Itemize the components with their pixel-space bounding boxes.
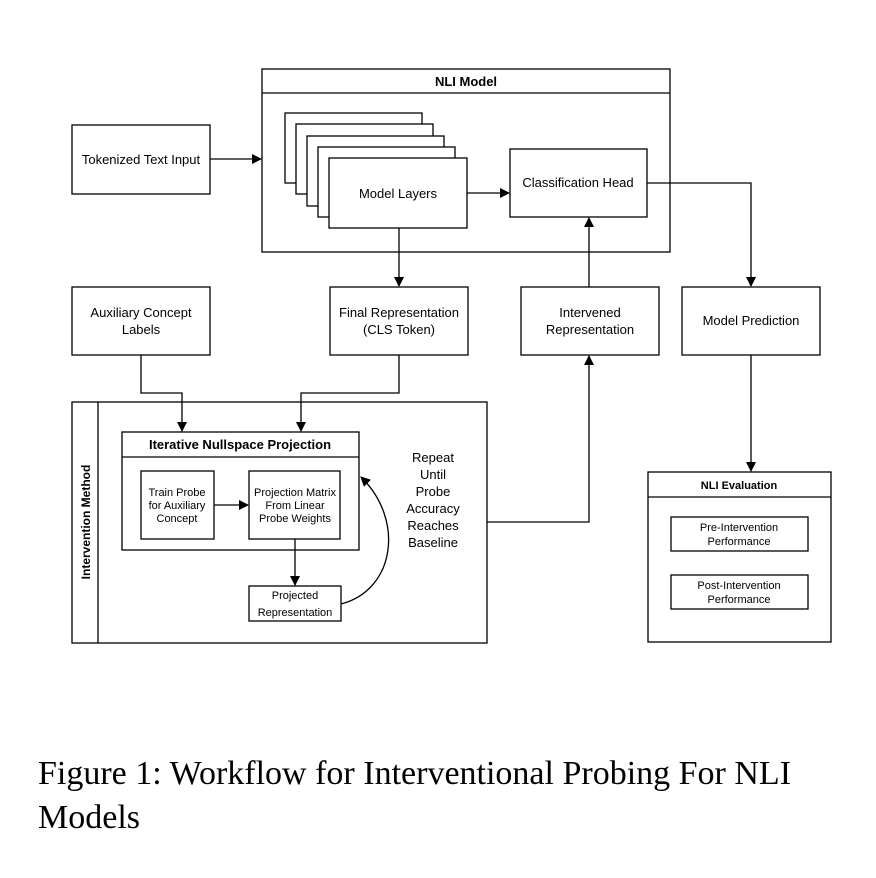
arrow-loop-back [340,476,390,605]
classification-head-label: Classification Head [522,175,633,190]
nli-evaluation-box [647,471,832,643]
model-prediction-label: Model Prediction [703,313,800,328]
model-prediction-box [681,286,821,356]
projected-rep-line2: Representation [258,607,333,619]
aux-labels-line2: Labels [122,322,161,337]
final-rep-line1: Final Representation [339,305,459,320]
repeat-note-line5: Reaches [407,518,459,533]
intervention-method-title: Intervention Method [79,465,93,580]
nli-evaluation-title: NLI Evaluation [701,480,778,492]
inlp-title: Iterative Nullspace Projection [149,437,331,452]
projection-matrix-line3: Probe Weights [259,513,331,525]
post-intervention-box [670,574,809,610]
projection-matrix-box [248,470,341,540]
final-rep-line2: (CLS Token) [363,322,435,337]
projection-matrix-line2: From Linear [265,500,325,512]
repeat-note-line2: Until [420,467,446,482]
final-rep-box [329,286,469,356]
arrow-method-to-intervened [487,355,594,523]
intervened-rep-line1: Intervened [559,305,620,320]
model-layers-label: Model Layers [359,186,438,201]
repeat-note-line1: Repeat [412,450,454,465]
post-intervention-line1: Post-Intervention [697,580,780,592]
train-probe-line2: for Auxiliary [149,500,206,512]
projection-matrix-line1: Projection Matrix [254,487,336,499]
repeat-note-line3: Probe [416,484,451,499]
intervened-rep-line2: Representation [546,322,634,337]
nli-model-title: NLI Model [435,74,497,89]
post-intervention-line2: Performance [708,594,771,606]
tokenized-input-label: Tokenized Text Input [82,152,201,167]
train-probe-line1: Train Probe [148,487,205,499]
figure-caption: Figure 1: Workflow for Interventional Pr… [38,755,792,836]
projected-rep-line1: Projected [272,590,318,602]
pre-intervention-box [670,516,809,552]
arrow-head-to-prediction [647,182,756,287]
intervened-rep-box [520,286,660,356]
pre-intervention-line1: Pre-Intervention [700,522,778,534]
aux-labels-box [71,286,211,356]
projected-rep-box [248,585,342,622]
repeat-note-line6: Baseline [408,535,458,550]
aux-labels-line1: Auxiliary Concept [90,305,192,320]
repeat-note-line4: Accuracy [406,501,460,516]
arrow-aux-to-inlp [140,355,187,432]
train-probe-line3: Concept [157,513,198,525]
pre-intervention-line2: Performance [708,536,771,548]
train-probe-box [140,470,215,540]
arrow-final-rep-to-inlp [296,355,400,432]
model-layers-box [328,157,468,229]
